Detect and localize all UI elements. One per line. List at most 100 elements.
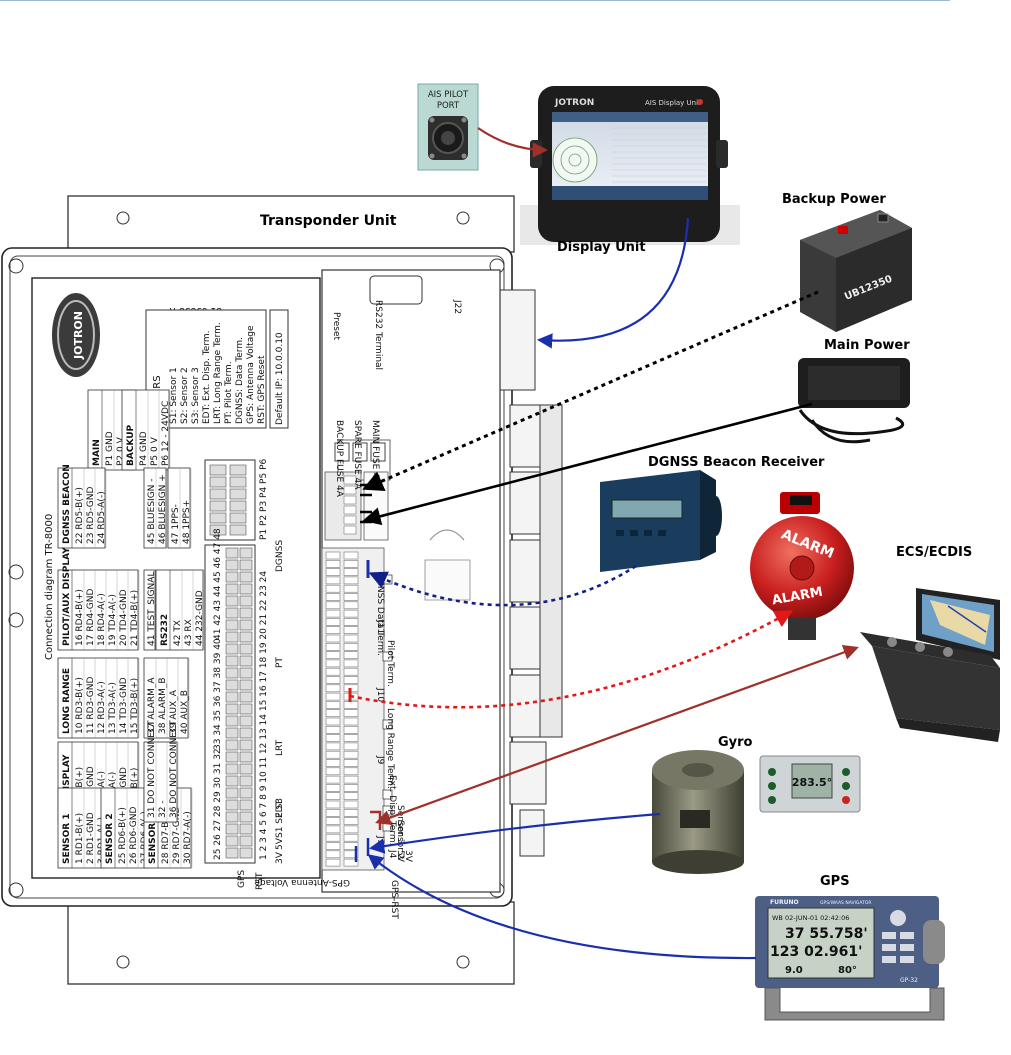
table-row: 21 TD4-B(+) — [130, 590, 140, 646]
mounting-plate — [67, 195, 515, 985]
line-display-to-transponder — [536, 217, 690, 349]
ecs-ecdis-label: ECS/ECDIS — [896, 545, 973, 560]
jumper-tag: 3V — [275, 851, 285, 864]
table-title: LONG RANGE — [62, 668, 72, 734]
pcb-rs232-label: RS232 Terminal — [373, 300, 383, 370]
terminal-row-mid: 33 34 35 36 37 38 39 40 — [213, 638, 223, 750]
line-backup-power — [362, 290, 819, 491]
table-row: 12 RD3-A(-) — [97, 681, 107, 734]
table-row: 46 BLUESIGN + — [158, 474, 168, 544]
ais-pilot-port: AIS PILOT PORT — [417, 83, 479, 171]
terminal-board — [321, 269, 501, 893]
table-row: 31 DO NOT CONNECT — [147, 720, 157, 818]
pcb-fuse-backup-label: BACKUP FUSE 4A — [334, 420, 344, 498]
default-ip: Default IP: 10.0.0.10 — [275, 332, 285, 425]
gps-mode: GPS/WAAS NAVIGATOR — [820, 900, 872, 906]
jumper-tag: 5V — [275, 837, 285, 850]
pcb-preset-label: Preset — [331, 312, 341, 341]
table-row: 39 AUX_A — [169, 689, 179, 734]
table-row: 38 ALARM_B — [158, 677, 168, 734]
jumper-entry: RST: GPS Reset — [257, 355, 267, 424]
table-row: 43 RX — [184, 619, 194, 646]
dgnss-beacon-receiver-label: DGNSS Beacon Receiver — [648, 455, 825, 470]
pcb-j4-label: J4 — [387, 849, 397, 859]
transponder-unit-label: Transponder Unit — [260, 213, 397, 229]
table-row: 22 RD5-B(+) — [75, 487, 85, 544]
jumper-tag: S1 S2 S3 — [275, 798, 285, 838]
line-gyro — [368, 812, 661, 854]
main-power-adapter — [798, 358, 910, 444]
table-row: 30 RD7-A(-) — [183, 811, 193, 864]
pcb-j22-label: J22 — [452, 299, 462, 314]
table-row: 25 RD6-B(+) — [118, 807, 128, 864]
gps-speed: 9.0 — [785, 965, 803, 976]
jumper-tag: LRT — [275, 739, 285, 756]
jumper-tag: GPS — [237, 870, 247, 888]
table-row: 18 RD4-A(-) — [97, 593, 107, 646]
table-row: 17 RD4-GND — [86, 588, 96, 646]
top-rule — [0, 0, 950, 1]
jumper-tag: RST — [255, 872, 265, 890]
backup-battery: UB12350 — [800, 210, 912, 332]
table-row: 29 RD7-GND — [172, 806, 182, 864]
terminal-row-bottom: 25 26 27 28 29 30 31 32 — [213, 748, 223, 860]
table-row: P6 12 - 24VDC — [161, 401, 171, 466]
line-main-power — [362, 402, 813, 526]
jumper-entry: DGNSS: Data Term. — [235, 337, 245, 424]
table-row: 20 TD4-GND — [119, 589, 129, 646]
main-power-label: Main Power — [824, 338, 910, 353]
pcb-fuse-main-label: MAIN FUSE 4A — [370, 420, 380, 485]
jumper-tag: DGNSS — [275, 540, 285, 572]
jumper-tag: PT — [275, 657, 285, 668]
table-row: 40 AUX_B — [180, 690, 190, 734]
jumper-entry: S2: Sensor 2 — [180, 367, 190, 424]
jumper-entry: EDT: Ext. Disp. Term. — [202, 330, 212, 424]
gyro-heading: 283.5° — [792, 776, 832, 789]
terminal-row-top: 41 42 43 44 45 46 47 48 — [213, 528, 223, 640]
jumper-tag: EDT — [275, 799, 285, 818]
jumper-entry: S1: Sensor 1 — [169, 367, 179, 424]
table-row: 28 RD7-B(+) — [161, 807, 171, 864]
pcb-5v-label: 5V — [395, 850, 405, 863]
table-title: RS232 — [160, 614, 170, 646]
gps-longitude: 123 02.961' — [770, 944, 862, 960]
line-ecdis — [375, 644, 859, 826]
pcb-j7-label: J7 — [375, 835, 385, 844]
table-row: 19 TD4-A(-) — [108, 594, 118, 646]
jumper-entry: S3: Sensor 3 — [191, 367, 201, 424]
connection-panel: JOTRON Connection diagram TR-8000 81 658… — [44, 293, 289, 890]
gps-course: 80° — [838, 965, 857, 976]
table-row: 16 RD4-B(+) — [75, 589, 85, 646]
table-row: 45 BLUESIGN - — [147, 478, 157, 544]
gyro-device: 283.5° — [652, 750, 861, 874]
pcb-dgnss-term-label: DGNSS Data Term. — [375, 572, 385, 656]
table-title: EXT.DISPLAY — [62, 754, 72, 818]
table-row: 37 ALARM_A — [147, 677, 157, 734]
table-row: 13 TD3-A(-) — [108, 682, 118, 734]
table-row: P4 GND — [139, 431, 149, 466]
ecdis-console — [860, 588, 1000, 742]
table-row: 14 TD3-GND — [119, 677, 129, 734]
jumper-entry: GPS: Antenna Voltage — [246, 325, 256, 424]
pcb-pilot-term-label: Pilot Term. — [385, 640, 395, 687]
gyro-label: Gyro — [718, 735, 753, 750]
table-row: 47 1PPS- — [171, 504, 181, 544]
table-row: 24 RD5-A(-) — [97, 491, 107, 544]
table-row: 44 232-GND — [195, 590, 205, 646]
table-row: 10 RD3-B(+) — [75, 677, 85, 734]
table-row: 2 RD1-GND — [86, 812, 96, 864]
table-row: P1 GND — [105, 431, 115, 466]
jotron-logo-text: JOTRON — [72, 311, 85, 360]
table-title: PILOT/AUX DISPLAY — [62, 547, 72, 646]
panel-title: Connection diagram TR-8000 — [44, 514, 55, 660]
pcb-j11-label: J11 — [375, 619, 385, 634]
table-row: 23 RD5-GND — [86, 486, 96, 544]
table-title: SENSOR 1 — [62, 813, 72, 864]
pcb-j9-label: J9 — [375, 755, 385, 765]
line-pilot-port-to-display — [477, 127, 549, 158]
ais-pilot-port-line2: PORT — [437, 101, 460, 111]
table-row: 26 RD6-GND — [129, 806, 139, 864]
gps-label: GPS — [820, 874, 850, 889]
dgnss-receiver — [600, 470, 722, 572]
